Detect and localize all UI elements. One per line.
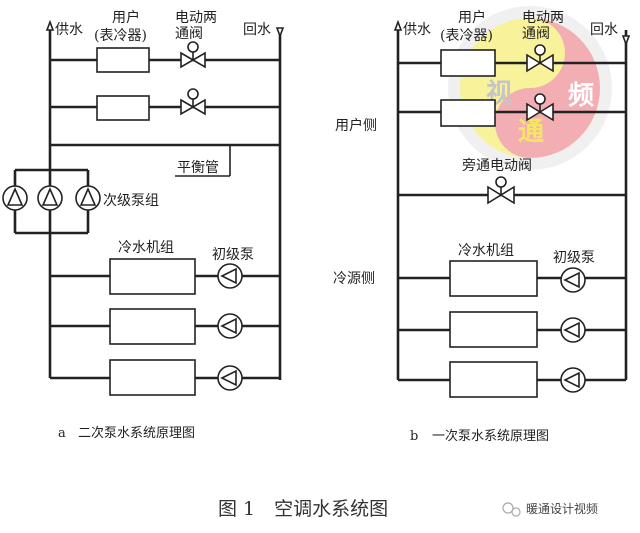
user-side-label: 用户侧 — [335, 117, 377, 134]
caption-letter: a — [58, 426, 66, 441]
caption-b: 一次泵水系统原理图 — [432, 428, 549, 444]
user-coil-label: (表冷器) — [440, 28, 493, 44]
secondary-pump-icon — [2, 170, 28, 233]
primary-pump-icon — [560, 317, 586, 343]
watermark-char: 通 — [518, 117, 544, 147]
chiller-box — [449, 361, 538, 398]
two-way-valve-icon — [526, 93, 554, 122]
chiller-box — [109, 258, 196, 295]
caption-a: 二次泵水系统原理图 — [78, 425, 195, 441]
arrow-down-icon — [275, 27, 285, 39]
return-label: 回水 — [243, 22, 271, 38]
figure-a-secondary-pump-system: 供水 回水 用户 (表冷器) 电动两 通阀 平衡管 次级泵组 冷水机组 初级泵 … — [2, 9, 285, 441]
watermark-char: 频 — [568, 81, 594, 111]
primary-pump-icon — [560, 367, 586, 393]
watermark-account: 暖通设计视频 — [526, 501, 598, 516]
user-coil-box — [96, 95, 150, 121]
chiller-box — [449, 311, 538, 348]
primary-pump-label: 初级泵 — [553, 249, 595, 266]
arrow-down-icon — [621, 35, 631, 47]
primary-pump-icon — [217, 365, 243, 391]
caption-letter: b — [410, 429, 418, 444]
chiller-box — [109, 308, 196, 345]
primary-pump-icon — [217, 263, 243, 289]
supply-label: 供水 — [403, 22, 431, 38]
user-coil-box — [440, 99, 496, 127]
supply-label: 供水 — [55, 22, 83, 38]
two-way-valve-icon — [180, 41, 206, 69]
arrow-up-icon — [393, 19, 403, 31]
valve-label: 通阀 — [175, 26, 203, 42]
return-label: 回水 — [590, 22, 618, 38]
chiller-box — [449, 260, 538, 297]
arrow-up-icon — [45, 19, 55, 31]
bypass-valve-icon — [487, 176, 515, 205]
user-label: 用户 — [112, 9, 140, 26]
secondary-pump-group-label: 次级泵组 — [103, 193, 159, 209]
primary-pump-icon — [217, 313, 243, 339]
user-coil-box — [440, 49, 496, 77]
secondary-pump-icon — [37, 170, 63, 233]
balance-pipe-label: 平衡管 — [177, 160, 219, 176]
wechat-icon — [502, 502, 521, 517]
chiller-label: 冷水机组 — [118, 240, 174, 256]
figure-b-primary-pump-system: 供水 回水 用户 (表冷器) 电动两 通阀 用户侧 旁通电动阀 冷源侧 冷水机组… — [333, 9, 631, 444]
chiller-label: 冷水机组 — [458, 243, 514, 259]
user-coil-label: (表冷器) — [94, 28, 147, 44]
primary-pump-icon — [560, 267, 586, 293]
user-label: 用户 — [458, 9, 486, 26]
valve-label: 通阀 — [522, 26, 550, 42]
two-way-valve-icon — [180, 88, 206, 116]
two-way-valve-icon — [526, 44, 554, 73]
valve-label: 电动两 — [522, 10, 564, 26]
figure-title: 图 1 空调水系统图 — [218, 498, 388, 520]
valve-label: 电动两 — [175, 10, 217, 26]
chiller-box — [109, 359, 196, 396]
bypass-valve-label: 旁通电动阀 — [462, 157, 532, 174]
secondary-pump-icon — [75, 170, 101, 233]
source-side-label: 冷源侧 — [333, 271, 375, 287]
user-coil-box — [96, 47, 150, 73]
primary-pump-label: 初级泵 — [212, 246, 254, 263]
